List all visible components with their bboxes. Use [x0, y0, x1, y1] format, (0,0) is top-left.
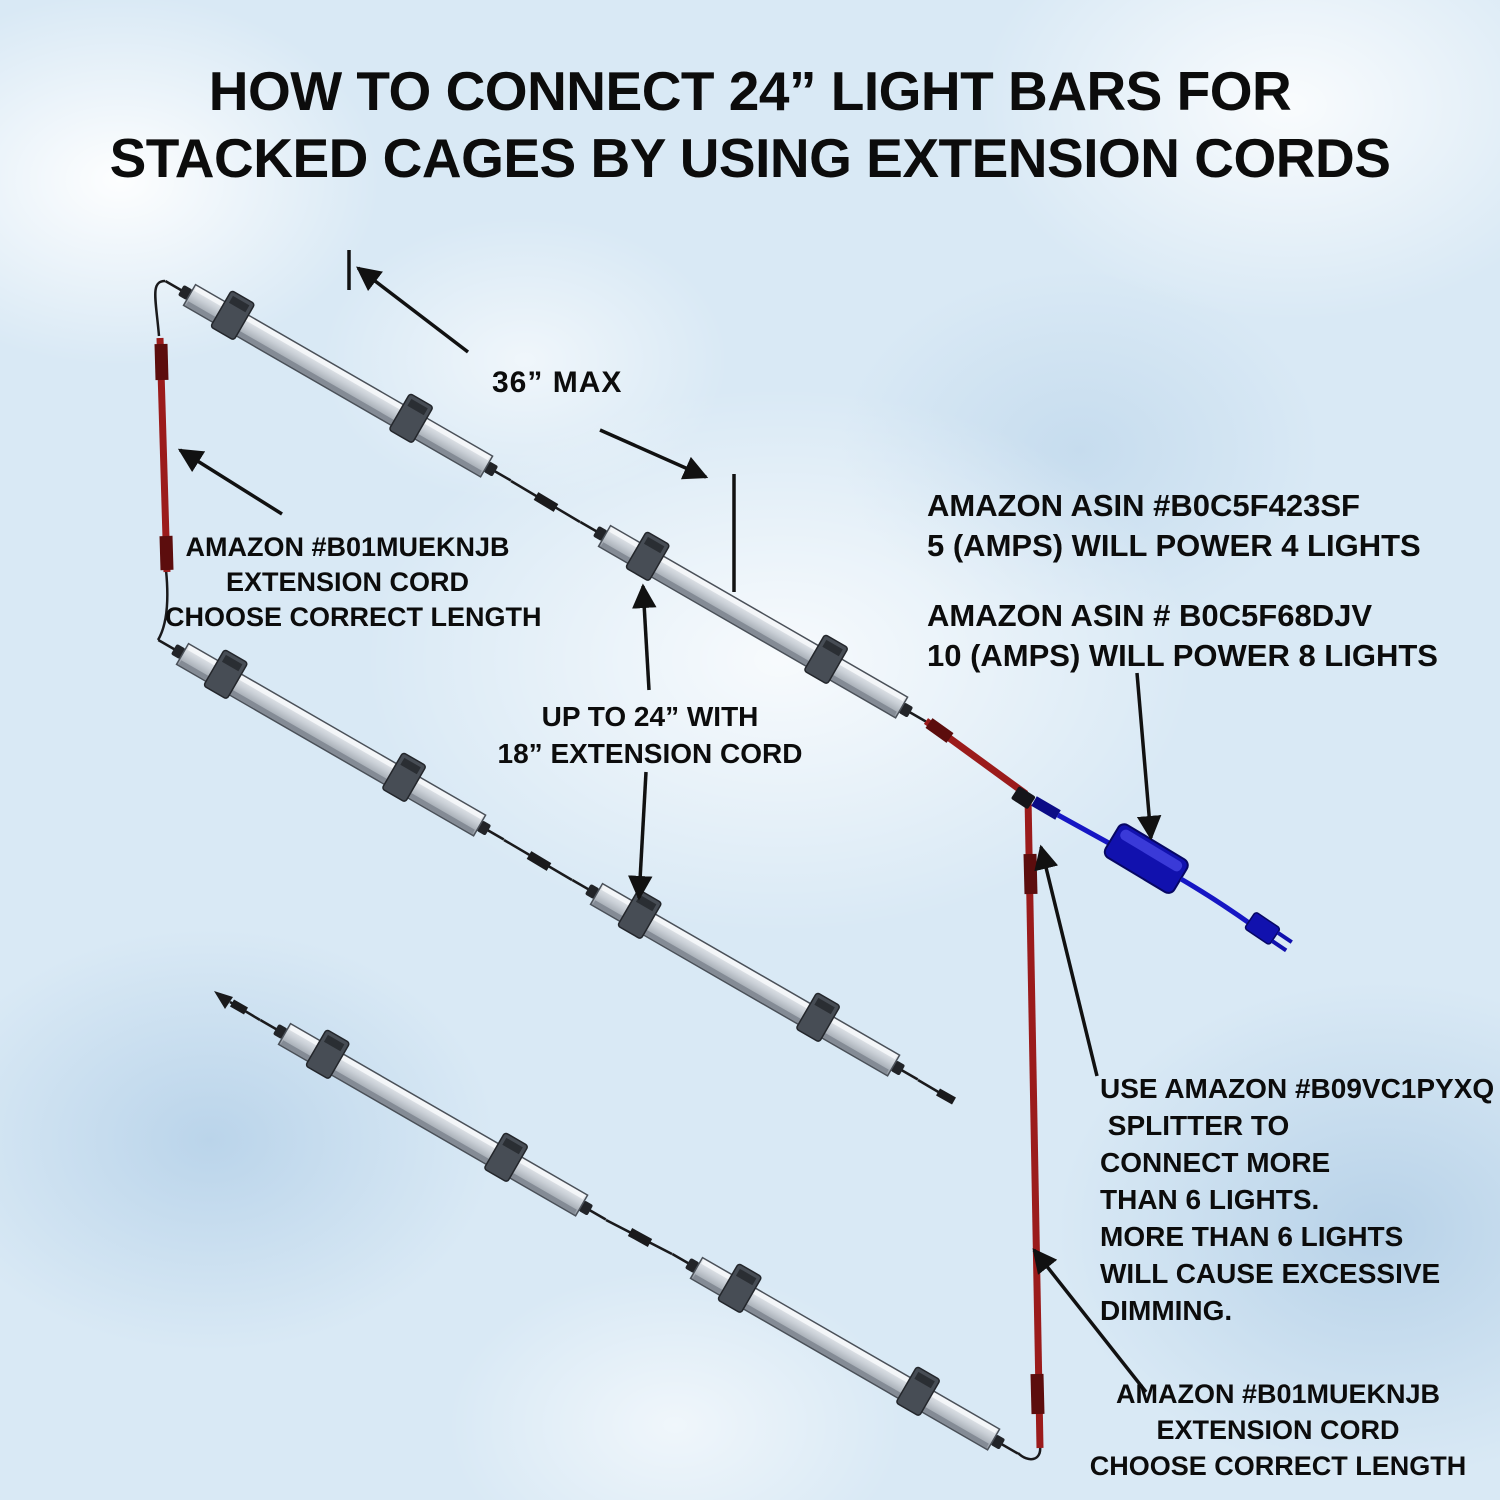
- left-extension-label: AMAZON #B01MUEKNJB EXTENSION CORD CHOOSE…: [165, 530, 542, 635]
- left-cord-arrow: [177, 448, 283, 516]
- mid-arrow-up: [632, 583, 657, 691]
- light-bar-3: [148, 617, 518, 856]
- power-4-line-2: 5 (AMPS) WILL POWER 4 LIGHTS: [927, 528, 1421, 563]
- splitter-junction: [1011, 786, 1036, 809]
- splitter-line-3: CONNECT MORE: [1100, 1147, 1331, 1178]
- mid-arrow-down: [627, 771, 653, 901]
- power-8-line-1: AMAZON ASIN # B0C5F68DJV: [927, 598, 1373, 633]
- left-extension-line-1: AMAZON #B01MUEKNJB: [185, 532, 510, 562]
- splitter-line-2: SPLITTER TO: [1100, 1110, 1290, 1141]
- power-8-label: AMAZON ASIN # B0C5F68DJV 10 (AMPS) WILL …: [927, 596, 1438, 676]
- connector-cables: [154, 279, 1042, 1461]
- right-cord-arrow: [1032, 1248, 1148, 1394]
- light-bar-5: [250, 997, 620, 1236]
- mid-extension-line-2: 18” EXTENSION CORD: [497, 738, 803, 769]
- power-plug: [1244, 912, 1293, 953]
- left-extension-line-2: EXTENSION CORD: [225, 567, 470, 597]
- light-bars: [148, 258, 1032, 1470]
- light-bar-6: [662, 1231, 1032, 1470]
- right-extension-line-2: EXTENSION CORD: [1156, 1415, 1400, 1445]
- splitter-line-1: USE AMAZON #B09VC1PYXQ: [1100, 1073, 1495, 1104]
- dimension-arrow-upper: [356, 266, 470, 354]
- extension-cord-top-right: [923, 718, 1029, 797]
- max-span-label: 36” MAX: [492, 366, 623, 399]
- light-bar-4: [562, 857, 932, 1096]
- power-4-label: AMAZON ASIN #B0C5F423SF 5 (AMPS) WILL PO…: [927, 486, 1421, 566]
- splitter-line-5: MORE THAN 6 LIGHTS: [1100, 1221, 1404, 1252]
- power-brick: [1103, 823, 1189, 894]
- dimension-arrow-lower: [599, 428, 709, 480]
- splitter-line-6: WILL CAUSE EXCESSIVE: [1100, 1258, 1441, 1289]
- power-4-line-1: AMAZON ASIN #B0C5F423SF: [927, 488, 1360, 523]
- right-extension-label: AMAZON #B01MUEKNJB EXTENSION CORD CHOOSE…: [1078, 1376, 1478, 1484]
- left-extension-line-3: CHOOSE CORRECT LENGTH: [165, 602, 542, 632]
- splitter-label: USE AMAZON #B09VC1PYXQ SPLITTER TO CONNE…: [1100, 1070, 1494, 1329]
- power-brick-arrow: [1135, 672, 1162, 841]
- splitter-line-7: DIMMING.: [1100, 1295, 1233, 1326]
- page-title: HOW TO CONNECT 24” LIGHT BARS FOR STACKE…: [0, 58, 1500, 192]
- power-8-line-2: 10 (AMPS) WILL POWER 8 LIGHTS: [927, 638, 1438, 673]
- title-line-1: HOW TO CONNECT 24” LIGHT BARS FOR: [208, 60, 1292, 122]
- extension-cord-left: [154, 337, 174, 573]
- annotation-arrows: [177, 250, 1162, 1394]
- title-line-2: STACKED CAGES BY USING EXTENSION CORDS: [109, 127, 1391, 189]
- red-extension-cords: [154, 337, 1045, 1449]
- mid-extension-label: UP TO 24” WITH 18” EXTENSION CORD: [480, 698, 820, 772]
- splitter-arrow: [1034, 844, 1099, 1077]
- light-bar-1: [155, 258, 525, 497]
- power-connector: [1031, 796, 1061, 820]
- splitter-line-4: THAN 6 LIGHTS.: [1100, 1184, 1320, 1215]
- power-cable-2: [1179, 876, 1254, 928]
- extension-cord-right-vertical: [1023, 796, 1045, 1449]
- mid-extension-line-1: UP TO 24” WITH: [541, 701, 759, 732]
- right-extension-line-1: AMAZON #B01MUEKNJB: [1115, 1379, 1441, 1409]
- right-extension-line-3: CHOOSE CORRECT LENGTH: [1089, 1451, 1467, 1481]
- power-assembly: [1011, 786, 1293, 953]
- power-cable-1: [1056, 812, 1118, 850]
